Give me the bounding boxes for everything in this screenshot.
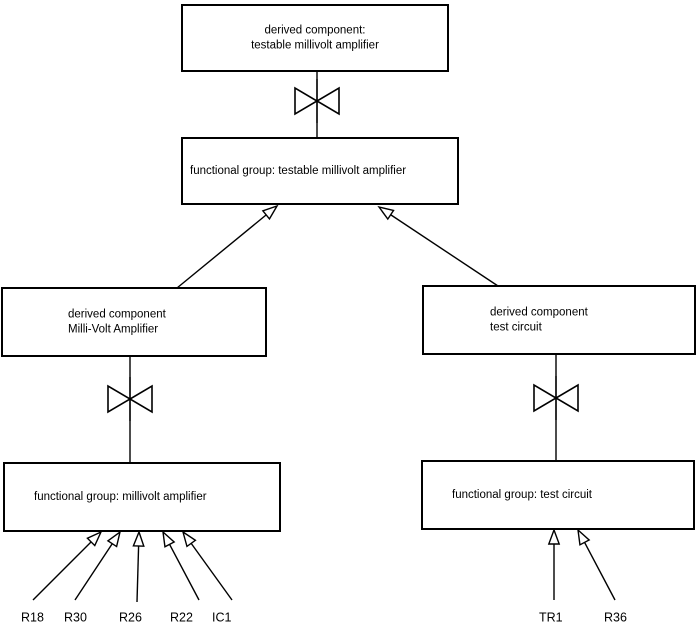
derived-component-test-circuit-line-2: test circuit — [490, 322, 543, 334]
arrow-r18-to-millivolt-group-head — [86, 530, 103, 547]
leaf-label-ic1: IC1 — [212, 610, 232, 624]
arrow-r26-to-millivolt-group — [132, 529, 145, 603]
bowtie-connector-milli-volt-amplifier — [107, 356, 153, 463]
leaf-labels-layer: R18 R30 R26 R22 IC1 TR1 R36 — [21, 610, 627, 624]
functional-group-millivolt-amplifier[interactable]: functional group: millivolt amplifier — [3, 462, 281, 532]
arrow-test-circuit-to-testable-group — [377, 205, 499, 287]
bowtie-connectors-layer — [107, 71, 579, 463]
derived-component-test-circuit-frame[interactable] — [422, 285, 696, 355]
arrow-r18-to-millivolt-group-shaft — [32, 539, 94, 601]
leaf-label-r18: R18 — [21, 610, 44, 624]
arrow-milli-volt-amplifier-to-testable-group-head — [261, 204, 279, 221]
bowtie-connector-test-circuit-right-triangle — [554, 383, 579, 413]
derived-component-testable-millivolt-amplifier[interactable]: derived component: testable millivolt amp… — [181, 4, 449, 72]
bowtie-connector-testable-millivolt-amplifier-left-triangle — [294, 86, 319, 116]
derived-component-testable-millivolt-amplifier-line-2: testable millivolt amplifier — [251, 40, 379, 52]
leaf-label-r36: R36 — [604, 610, 627, 624]
arrow-ic1-to-millivolt-group-shaft — [189, 541, 233, 601]
leaf-label-tr1: TR1 — [539, 610, 563, 624]
arrow-ic1-to-millivolt-group-head — [181, 530, 197, 548]
bowtie-connector-test-circuit-left-triangle — [533, 383, 558, 413]
arrow-milli-volt-amplifier-to-testable-group-shaft — [176, 213, 269, 289]
functional-group-test-circuit[interactable]: functional group: test circuit — [421, 460, 695, 530]
arrow-tr1-to-test-circuit-group — [547, 527, 561, 600]
functional-group-test-circuit-frame[interactable] — [421, 460, 695, 530]
arrow-r18-to-millivolt-group — [32, 530, 103, 601]
arrow-r22-to-millivolt-group-head — [162, 530, 176, 548]
derived-component-milli-volt-amplifier-line-1: derived component — [68, 309, 167, 321]
functional-group-test-circuit-line-1: functional group: test circuit — [452, 489, 593, 501]
functional-group-testable-millivolt-amplifier[interactable]: functional group: testable millivolt amp… — [181, 137, 459, 205]
arrow-test-circuit-to-testable-group-shaft — [388, 213, 499, 287]
derived-component-test-circuit-line-1: derived component — [490, 307, 589, 319]
arrow-r36-to-test-circuit-group-shaft — [582, 540, 616, 601]
arrow-r30-to-millivolt-group — [74, 530, 122, 601]
arrow-ic1-to-millivolt-group — [181, 530, 233, 601]
leaf-label-r30: R30 — [64, 610, 87, 624]
bowtie-connector-milli-volt-amplifier-left-triangle — [107, 384, 132, 414]
derived-component-test-circuit[interactable]: derived component test circuit — [422, 285, 696, 355]
arrow-r26-to-millivolt-group-head — [132, 529, 145, 547]
bowtie-connector-test-circuit — [533, 354, 579, 461]
derived-component-milli-volt-amplifier-frame[interactable] — [1, 287, 267, 357]
boxes-layer: derived component: testable millivolt amp… — [1, 4, 696, 532]
arrow-test-circuit-to-testable-group-head — [377, 205, 395, 221]
arrow-r36-to-test-circuit-group — [577, 528, 616, 601]
arrow-milli-volt-amplifier-to-testable-group — [176, 204, 279, 289]
leaf-label-r22: R22 — [170, 610, 193, 624]
arrow-r30-to-millivolt-group-shaft — [74, 541, 114, 601]
bowtie-connector-milli-volt-amplifier-right-triangle — [128, 384, 153, 414]
arrow-tr1-to-test-circuit-group-head — [547, 527, 561, 545]
derived-component-testable-millivolt-amplifier-frame[interactable] — [181, 4, 449, 72]
arrow-r22-to-millivolt-group — [162, 530, 200, 601]
functional-group-millivolt-amplifier-line-1: functional group: millivolt amplifier — [34, 491, 207, 503]
arrow-r22-to-millivolt-group-shaft — [167, 542, 200, 601]
arrow-r26-to-millivolt-group-shaft — [136, 543, 140, 603]
derived-component-testable-millivolt-amplifier-line-1: derived component: — [264, 25, 365, 37]
derived-component-milli-volt-amplifier-line-2: Milli-Volt Amplifier — [68, 324, 158, 336]
leaf-label-r26: R26 — [119, 610, 142, 624]
functional-group-testable-millivolt-amplifier-line-1: functional group: testable millivolt amp… — [190, 165, 406, 177]
bowtie-connector-testable-millivolt-amplifier-right-triangle — [315, 86, 340, 116]
functional-group-millivolt-amplifier-frame[interactable] — [3, 462, 281, 532]
functional-group-testable-millivolt-amplifier-frame[interactable] — [181, 137, 459, 205]
arrow-r30-to-millivolt-group-head — [106, 530, 122, 548]
edges-layer — [32, 204, 616, 603]
bowtie-connector-testable-millivolt-amplifier — [294, 71, 340, 138]
arrow-r36-to-test-circuit-group-head — [577, 528, 591, 546]
